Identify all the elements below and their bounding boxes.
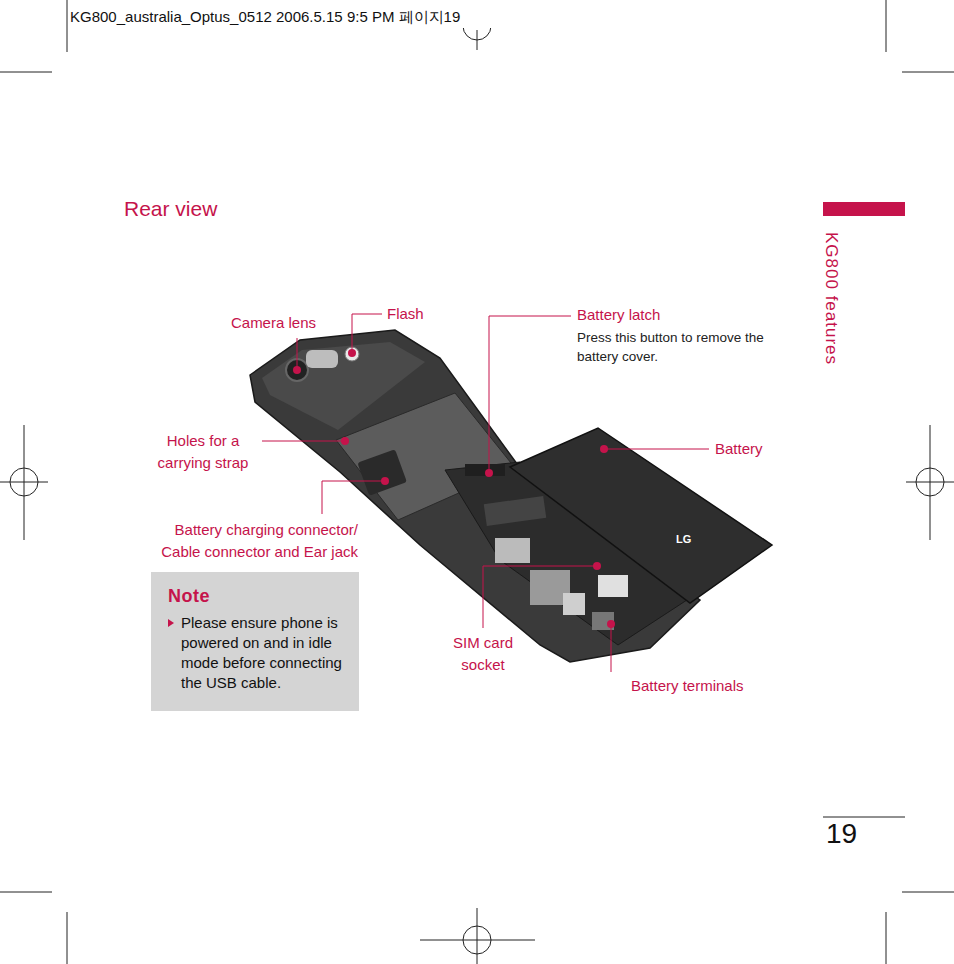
page-rule [823, 817, 905, 818]
note-heading: Note [168, 586, 347, 607]
battery-illustration [510, 428, 772, 603]
part-name: Battery terminals [631, 675, 744, 697]
note-box: NotePlease ensure phone is powered on an… [151, 572, 359, 711]
part-name: Battery charging connector/ Cable connec… [143, 519, 358, 563]
section-tab [823, 202, 905, 216]
part-name: SIM card socket [443, 632, 523, 676]
print-header: KG800_australia_Optus_0512 2006.5.15 9:5… [70, 6, 630, 28]
section-tab-text: KG800 features [820, 232, 842, 365]
part-name: Battery latch [577, 304, 660, 326]
page-heading: Rear view [124, 198, 217, 220]
part-name: Battery [715, 438, 763, 460]
part-description: Press this button to remove the battery … [577, 328, 792, 366]
brand-logo: LG [676, 528, 691, 550]
part-name: Holes for a carrying strap [150, 430, 256, 474]
part-name: Camera lens [206, 312, 316, 334]
part-name: Flash [387, 303, 424, 325]
page-number: 19 [826, 823, 857, 845]
note-text: Please ensure phone is powered on and in… [168, 613, 347, 693]
